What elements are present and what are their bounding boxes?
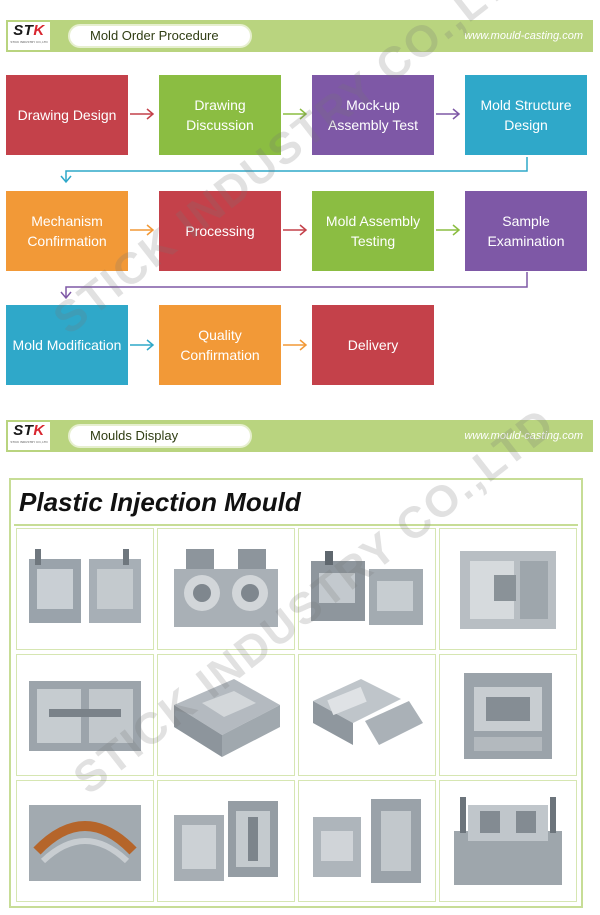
mould-photo-icon <box>174 679 280 757</box>
arrow-9 <box>130 339 155 351</box>
mould-photo-icon <box>29 549 141 623</box>
moulds-display-panel: Plastic Injection Mould <box>9 478 583 908</box>
arrow-3 <box>436 108 461 120</box>
mould-image-11[interactable] <box>298 780 436 902</box>
mould-photo-icon <box>174 801 278 881</box>
mould-image-7[interactable] <box>298 654 436 776</box>
website-link-2[interactable]: www.mould-casting.com <box>464 430 583 442</box>
mould-photo-icon <box>29 681 141 751</box>
mould-photo-icon <box>174 549 278 627</box>
mould-photo-icon <box>311 551 423 625</box>
display-banner: STK STICK INDUSTRY CO.,LTD Moulds Displa… <box>6 420 593 452</box>
arrow-2 <box>283 108 308 120</box>
mould-photo-icon <box>460 551 556 629</box>
arrow-6 <box>283 224 308 236</box>
step-processing: Processing <box>159 191 281 271</box>
step-quality-confirmation: Quality Confirmation <box>159 305 281 385</box>
arrow-8 <box>60 272 528 300</box>
step-mold-modification: Mold Modification <box>6 305 128 385</box>
section-title-2: Moulds Display <box>68 424 252 448</box>
mould-image-1[interactable] <box>16 528 154 650</box>
mould-photo-icon <box>464 673 552 759</box>
mould-photo-icon <box>313 679 423 745</box>
website-link[interactable]: www.mould-casting.com <box>464 30 583 42</box>
arrow-1 <box>130 108 155 120</box>
arrow-7 <box>436 224 461 236</box>
logo-mark: STK <box>13 22 45 39</box>
mould-image-2[interactable] <box>157 528 295 650</box>
procedure-banner: STK STICK INDUSTRY CO.,LTD Mold Order Pr… <box>6 20 593 52</box>
step-sample-examination: Sample Examination <box>465 191 587 271</box>
stk-logo-2: STK STICK INDUSTRY CO.,LTD <box>6 420 52 452</box>
arrow-5 <box>130 224 155 236</box>
mould-image-4[interactable] <box>439 528 577 650</box>
flow-arrows <box>60 108 528 351</box>
mould-photo-icon <box>454 797 562 885</box>
step-mechanism-confirmation: Mechanism Confirmation <box>6 191 128 271</box>
mould-image-3[interactable] <box>298 528 436 650</box>
step-drawing-design: Drawing Design <box>6 75 128 155</box>
mould-image-5[interactable] <box>16 654 154 776</box>
mould-image-10[interactable] <box>157 780 295 902</box>
logo-subtext: STICK INDUSTRY CO.,LTD <box>10 40 48 44</box>
step-mold-structure-design: Mold Structure Design <box>465 75 587 155</box>
arrow-10 <box>283 339 308 351</box>
mould-photo-icon <box>313 799 421 883</box>
stk-logo: STK STICK INDUSTRY CO.,LTD <box>6 20 52 52</box>
logo-mark-2: STK <box>13 422 45 439</box>
arrow-4 <box>60 157 528 184</box>
mould-image-12[interactable] <box>439 780 577 902</box>
display-title: Plastic Injection Mould <box>19 487 301 517</box>
mould-photo-icon <box>29 805 141 881</box>
mould-image-grid <box>14 524 578 907</box>
mould-image-8[interactable] <box>439 654 577 776</box>
step-mockup-assembly-test: Mock-up Assembly Test <box>312 75 434 155</box>
step-drawing-discussion: Drawing Discussion <box>159 75 281 155</box>
mould-image-9[interactable] <box>16 780 154 902</box>
step-delivery: Delivery <box>312 305 434 385</box>
logo-subtext-2: STICK INDUSTRY CO.,LTD <box>10 440 48 444</box>
step-mold-assembly-testing: Mold Assembly Testing <box>312 191 434 271</box>
mould-image-6[interactable] <box>157 654 295 776</box>
section-title: Mold Order Procedure <box>68 24 252 48</box>
